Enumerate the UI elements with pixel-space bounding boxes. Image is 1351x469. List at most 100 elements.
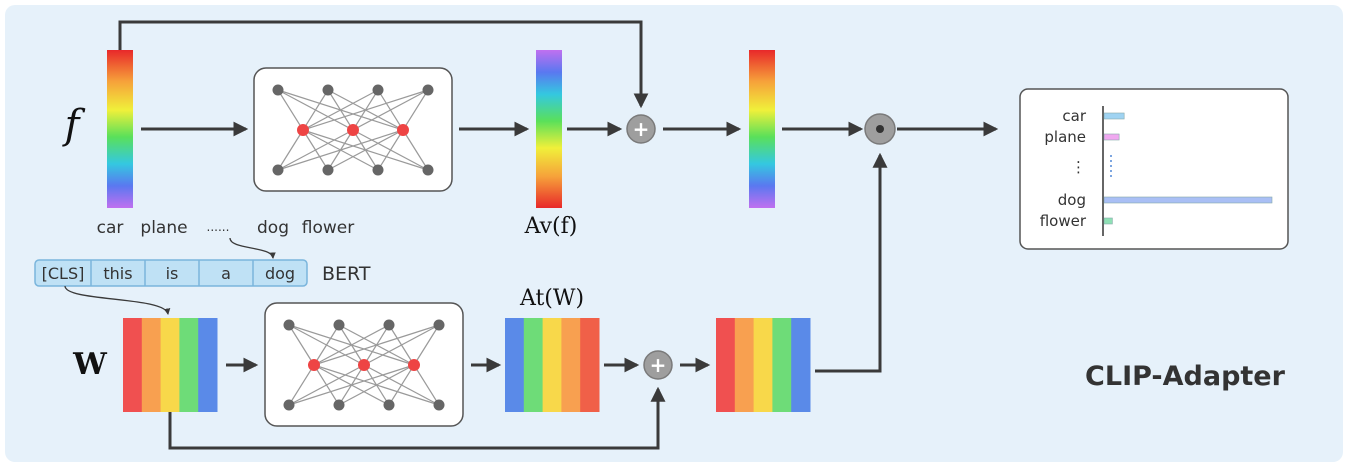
class-name-flower: flower bbox=[302, 218, 354, 238]
network-edge bbox=[413, 324, 440, 366]
network-edge bbox=[313, 324, 390, 366]
network-edge bbox=[413, 364, 440, 406]
logit-bar bbox=[1103, 112, 1125, 120]
matrix-column bbox=[160, 318, 180, 412]
network-edge bbox=[363, 324, 440, 366]
text-weight-symbol: W bbox=[72, 347, 108, 382]
input-node bbox=[422, 84, 434, 96]
matrix-column bbox=[123, 318, 143, 412]
output-node bbox=[372, 164, 384, 176]
adapted-visual-label: Av(f) bbox=[524, 214, 578, 239]
input-node bbox=[272, 84, 284, 96]
logit-label: flower bbox=[1040, 212, 1087, 230]
dot-product-symbol bbox=[876, 125, 884, 133]
input-node bbox=[333, 319, 345, 331]
network-edge bbox=[313, 324, 340, 366]
visual-add-symbol: + bbox=[633, 117, 650, 141]
matrix-column bbox=[179, 318, 199, 412]
network-edge bbox=[277, 129, 404, 171]
output-node bbox=[322, 164, 334, 176]
network-edge bbox=[277, 129, 304, 171]
adapted-visual-vector bbox=[536, 50, 562, 208]
bert-label: BERT bbox=[322, 263, 371, 285]
prompt-token: this bbox=[103, 264, 132, 283]
matrix-column bbox=[523, 318, 544, 412]
network-edge bbox=[377, 129, 404, 171]
hidden-node bbox=[347, 124, 359, 136]
output-logits-bars: car plane ⋮ dog flower bbox=[1040, 107, 1273, 230]
input-node bbox=[433, 319, 445, 331]
logit-bar bbox=[1103, 133, 1120, 141]
matrix-column bbox=[772, 318, 792, 412]
adapted-text-matrix bbox=[505, 318, 600, 412]
class-name-dog: dog bbox=[257, 218, 289, 238]
network-edge bbox=[338, 364, 415, 406]
visual-add-operator bbox=[626, 114, 656, 144]
hidden-node bbox=[397, 124, 409, 136]
model-title: CLIP-Adapter bbox=[1085, 361, 1286, 392]
matrix-column bbox=[753, 318, 773, 412]
matrix-column bbox=[141, 318, 162, 412]
hidden-node bbox=[408, 359, 420, 371]
input-node bbox=[372, 84, 384, 96]
network-edge bbox=[313, 324, 440, 366]
logit-label: plane bbox=[1044, 128, 1086, 146]
output-node bbox=[333, 399, 345, 411]
output-node bbox=[422, 164, 434, 176]
class-name-ellipsis: ...... bbox=[207, 220, 230, 234]
text-weight-matrix bbox=[123, 318, 218, 412]
prompt-token-row: [CLS] this is a dog bbox=[34, 259, 308, 287]
network-edge bbox=[288, 364, 365, 406]
matrix-column bbox=[716, 318, 736, 412]
network-edge bbox=[302, 89, 329, 131]
matrix-column bbox=[734, 318, 755, 412]
input-node bbox=[383, 319, 395, 331]
network-edge bbox=[288, 364, 415, 406]
visual-residual-arrow bbox=[118, 20, 649, 109]
prompt-token: a bbox=[221, 264, 231, 283]
output-node bbox=[272, 164, 284, 176]
matrix-column bbox=[542, 318, 562, 412]
input-node bbox=[283, 319, 295, 331]
output-node bbox=[283, 399, 295, 411]
logit-label: dog bbox=[1058, 191, 1086, 209]
network-edge bbox=[302, 89, 379, 131]
text-add-operator bbox=[643, 350, 673, 380]
logit-bar bbox=[1103, 196, 1273, 204]
network-edge bbox=[402, 129, 429, 171]
matrix-column bbox=[791, 318, 811, 412]
text-to-dot-arrow bbox=[815, 152, 888, 373]
visual-output-vector bbox=[749, 50, 775, 208]
text-output-matrix bbox=[716, 318, 811, 412]
network-edge bbox=[288, 324, 315, 366]
matrix-column bbox=[580, 318, 600, 412]
prompt-token: [CLS] bbox=[42, 264, 85, 283]
network-edge bbox=[388, 364, 415, 406]
hidden-node bbox=[308, 359, 320, 371]
network-edge bbox=[402, 89, 429, 131]
logit-bar bbox=[1103, 217, 1113, 225]
logit-label: car bbox=[1062, 107, 1086, 125]
output-logits-panel bbox=[1019, 88, 1289, 250]
prompt-to-weight-arrow bbox=[64, 285, 171, 315]
adapted-text-label: At(W) bbox=[519, 286, 584, 311]
prompt-token-container bbox=[34, 259, 308, 287]
network-edge bbox=[327, 129, 404, 171]
matrix-column bbox=[561, 318, 581, 412]
text-adapter-network bbox=[283, 319, 445, 411]
prompt-token: is bbox=[166, 264, 179, 283]
network-edge bbox=[277, 89, 304, 131]
logit-label: ⋮ bbox=[1071, 158, 1086, 176]
text-add-symbol: + bbox=[650, 353, 667, 377]
input-node bbox=[322, 84, 334, 96]
prompt-token: dog bbox=[265, 264, 295, 283]
text-residual-arrow bbox=[168, 386, 666, 450]
output-node bbox=[383, 399, 395, 411]
network-edge bbox=[288, 364, 315, 406]
class-to-prompt-arrow bbox=[229, 237, 276, 259]
class-name-car: car bbox=[97, 218, 124, 238]
class-name-plane: plane bbox=[140, 218, 187, 238]
visual-adapter-network bbox=[272, 84, 434, 176]
matrix-column bbox=[198, 318, 218, 412]
